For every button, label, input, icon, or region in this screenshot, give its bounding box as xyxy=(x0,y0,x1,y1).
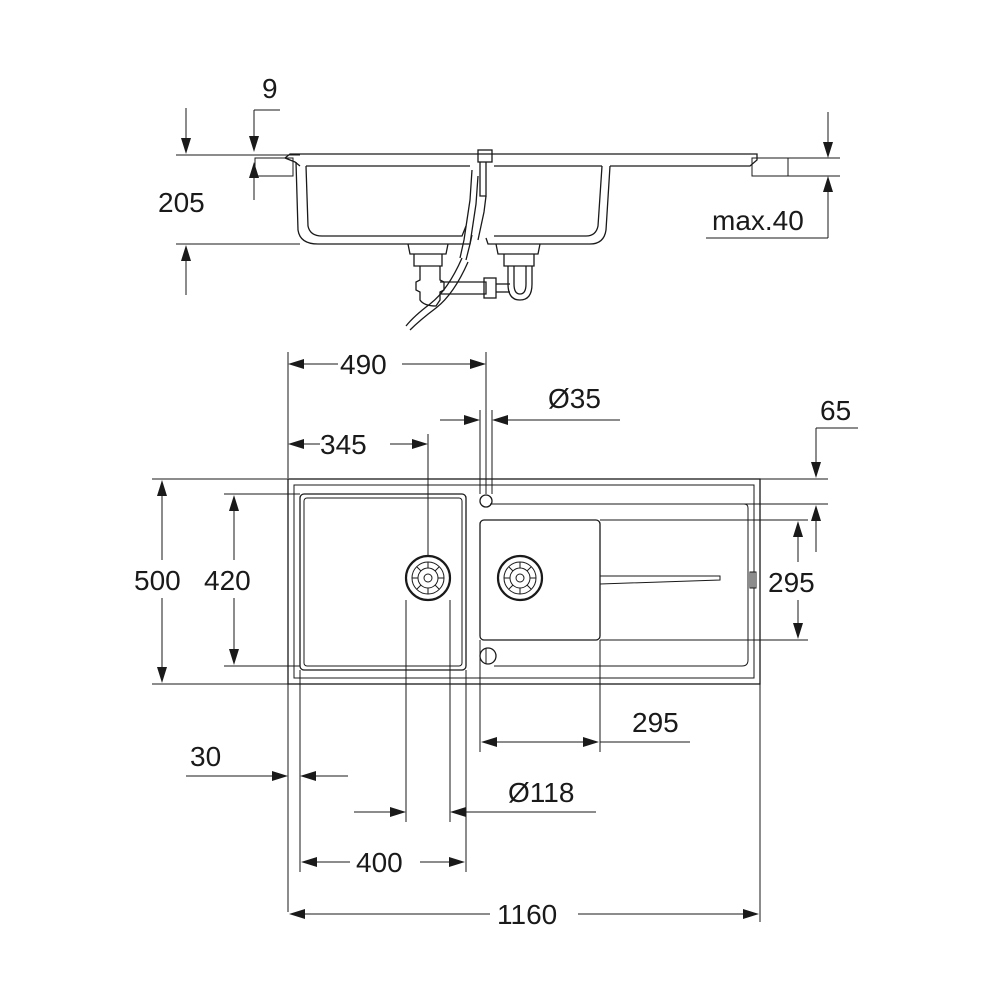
waste-strainer-left xyxy=(404,554,452,602)
bowl-right-outer xyxy=(485,165,611,245)
dim-65-label: 65 xyxy=(820,395,851,426)
sink-lip-inner xyxy=(284,157,301,167)
dim-30-label: 30 xyxy=(190,741,221,772)
edge-clip xyxy=(749,571,757,589)
dim-max40-label: max.40 xyxy=(712,205,804,236)
bowl-left-inner xyxy=(305,165,467,237)
waste-left xyxy=(407,243,449,267)
waste-right xyxy=(495,243,541,267)
dim-295-horizontal-label: 295 xyxy=(632,707,679,738)
side-view: 9 205 max.40 xyxy=(158,73,840,331)
sink-outline xyxy=(287,478,761,685)
tap-hole xyxy=(479,494,493,508)
worktop-left-hatch xyxy=(254,157,294,177)
dim-400-label: 400 xyxy=(356,847,403,878)
dim-490-label: 490 xyxy=(340,349,387,380)
dim-d118-label: Ø118 xyxy=(508,777,574,808)
drainer-outline xyxy=(490,503,749,667)
dim-1160-label: 1160 xyxy=(497,899,557,930)
dim-205-label: 205 xyxy=(158,187,205,218)
main-bowl xyxy=(299,493,467,671)
tap-hole-fitting xyxy=(477,149,493,163)
siphon-trap xyxy=(415,266,445,307)
dim-500-label: 500 xyxy=(134,565,181,596)
top-view: 490 Ø35 345 65 500 xyxy=(134,349,858,930)
bowl-left-outer xyxy=(295,161,473,245)
sink-rim xyxy=(293,484,755,679)
overflow xyxy=(479,647,497,665)
dim-d35-label: Ø35 xyxy=(548,383,601,414)
dim-9-label: 9 xyxy=(262,73,278,104)
second-bowl xyxy=(479,519,601,641)
dim-345-label: 345 xyxy=(320,429,367,460)
dim-295-vertical-label: 295 xyxy=(768,567,815,598)
sink-lip xyxy=(284,153,758,167)
overflow-hose xyxy=(405,257,463,327)
drainer-groove xyxy=(599,575,721,585)
worktop-right-hatch xyxy=(751,157,789,177)
bowl-right-inner xyxy=(494,165,603,237)
dim-420-label: 420 xyxy=(204,565,251,596)
waste-strainer-right xyxy=(496,554,544,602)
